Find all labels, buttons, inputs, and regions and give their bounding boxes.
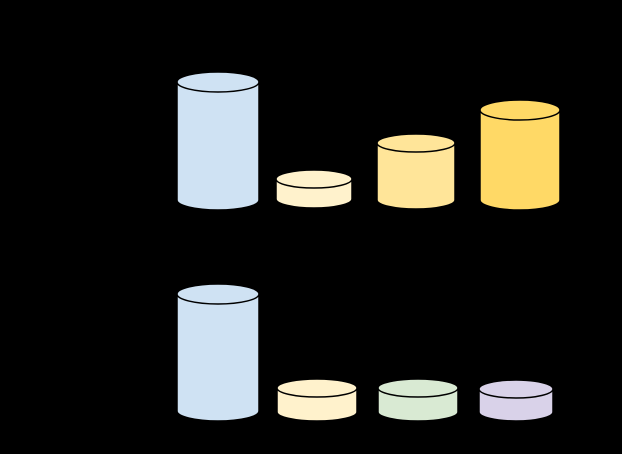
top-cylinder-cream-small-top-ellipse [275, 169, 353, 189]
top-row [176, 71, 561, 211]
bottom-row [176, 283, 554, 422]
top-cylinder-blue-large-body [176, 81, 260, 211]
bottom-cylinder-purple-small-top-ellipse [478, 379, 554, 399]
bottom-cylinder-blue-large-top-ellipse [176, 283, 260, 305]
top-cylinder-yellow-medium [376, 133, 456, 210]
bottom-cylinder-green-small-top-ellipse [377, 378, 459, 398]
top-cylinder-gold-tall [479, 99, 561, 211]
bottom-cylinder-cream-small [276, 378, 358, 422]
top-cylinder-blue-large-top-ellipse [176, 71, 260, 93]
bottom-cylinder-blue-large [176, 283, 260, 422]
top-cylinder-yellow-medium-body [376, 142, 456, 210]
bottom-cylinder-purple-small [478, 379, 554, 422]
bottom-cylinder-green-small [377, 378, 459, 422]
top-cylinder-blue-large [176, 71, 260, 211]
top-cylinder-gold-tall-body [479, 109, 561, 211]
top-cylinder-gold-tall-top-ellipse [479, 99, 561, 121]
bottom-cylinder-cream-small-top-ellipse [276, 378, 358, 398]
bottom-cylinder-blue-large-body [176, 293, 260, 422]
top-cylinder-yellow-medium-top-ellipse [376, 133, 456, 153]
top-cylinder-cream-small [275, 169, 353, 209]
